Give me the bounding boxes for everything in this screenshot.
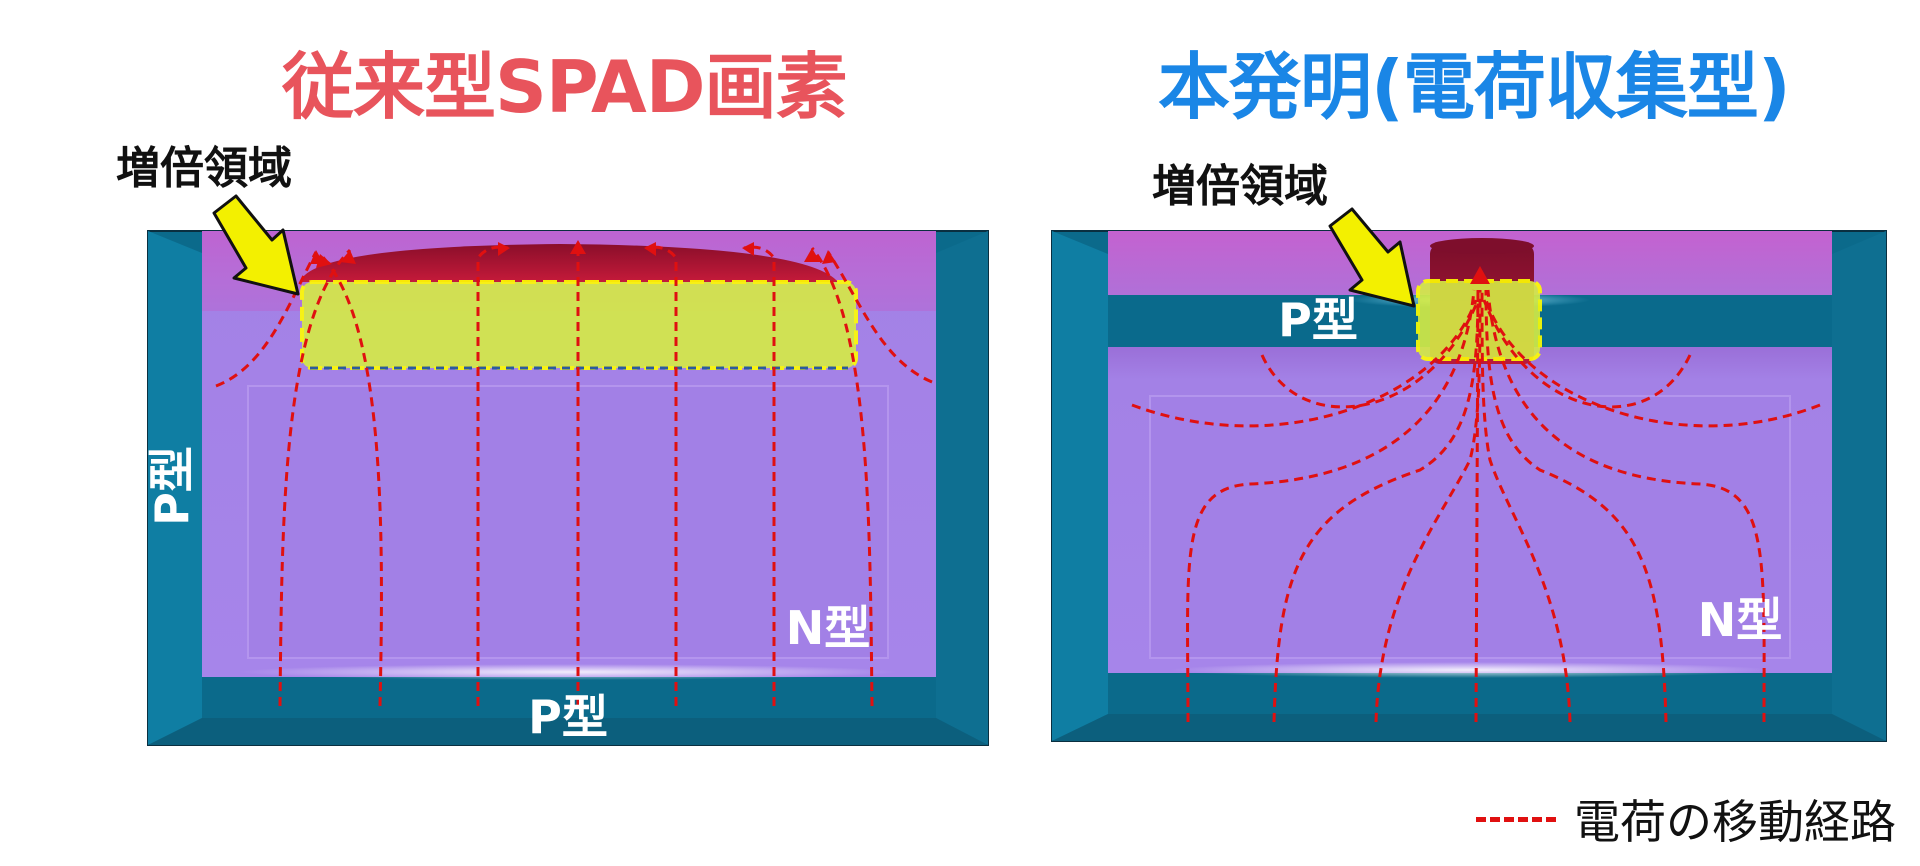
- right-charge-paths: [1131, 289, 1821, 723]
- right-multiplication-label: 増倍領域: [1152, 161, 1328, 212]
- left-multiplication-label: 増倍領域: [116, 143, 292, 194]
- left-device: P型 P型 N型: [145, 194, 989, 746]
- left-arrow-icon: [212, 194, 300, 296]
- right-path-arrowhead: [1470, 266, 1490, 284]
- left-panel-title: 従来型SPAD画素: [282, 45, 848, 129]
- right-cap-top: [1430, 238, 1534, 254]
- left-p-side-label: P型: [145, 446, 199, 526]
- right-p-layer-label: P型: [1278, 293, 1358, 347]
- left-bevel-bottom: [148, 718, 988, 745]
- legend-dashed-line: [1476, 816, 1556, 822]
- left-bottom-glow: [238, 664, 898, 680]
- right-panel-title: 本発明(電荷収集型): [1158, 45, 1791, 129]
- right-n-inner: [1149, 395, 1791, 659]
- legend-label: 電荷の移動経路: [1574, 795, 1896, 849]
- left-bevel-right: [936, 231, 988, 745]
- right-n-label: N型: [1698, 593, 1783, 647]
- right-bottom-glow: [1170, 662, 1770, 678]
- right-device: P型 N型: [1051, 207, 1887, 742]
- left-bevel-left: [148, 231, 202, 745]
- left-n-label: N型: [786, 601, 871, 655]
- left-cap: [300, 244, 838, 282]
- left-path-arrowheads: [310, 240, 836, 268]
- left-charge-paths: [215, 245, 933, 707]
- right-bevel-left: [1052, 231, 1108, 741]
- left-n-inner: [247, 385, 889, 659]
- legend: 電荷の移動経路: [1476, 786, 1896, 852]
- right-bevel-bottom: [1052, 714, 1886, 741]
- right-bevel-right: [1832, 231, 1886, 741]
- right-arrow-icon: [1328, 207, 1416, 308]
- left-p-bottom-label: P型: [528, 690, 608, 744]
